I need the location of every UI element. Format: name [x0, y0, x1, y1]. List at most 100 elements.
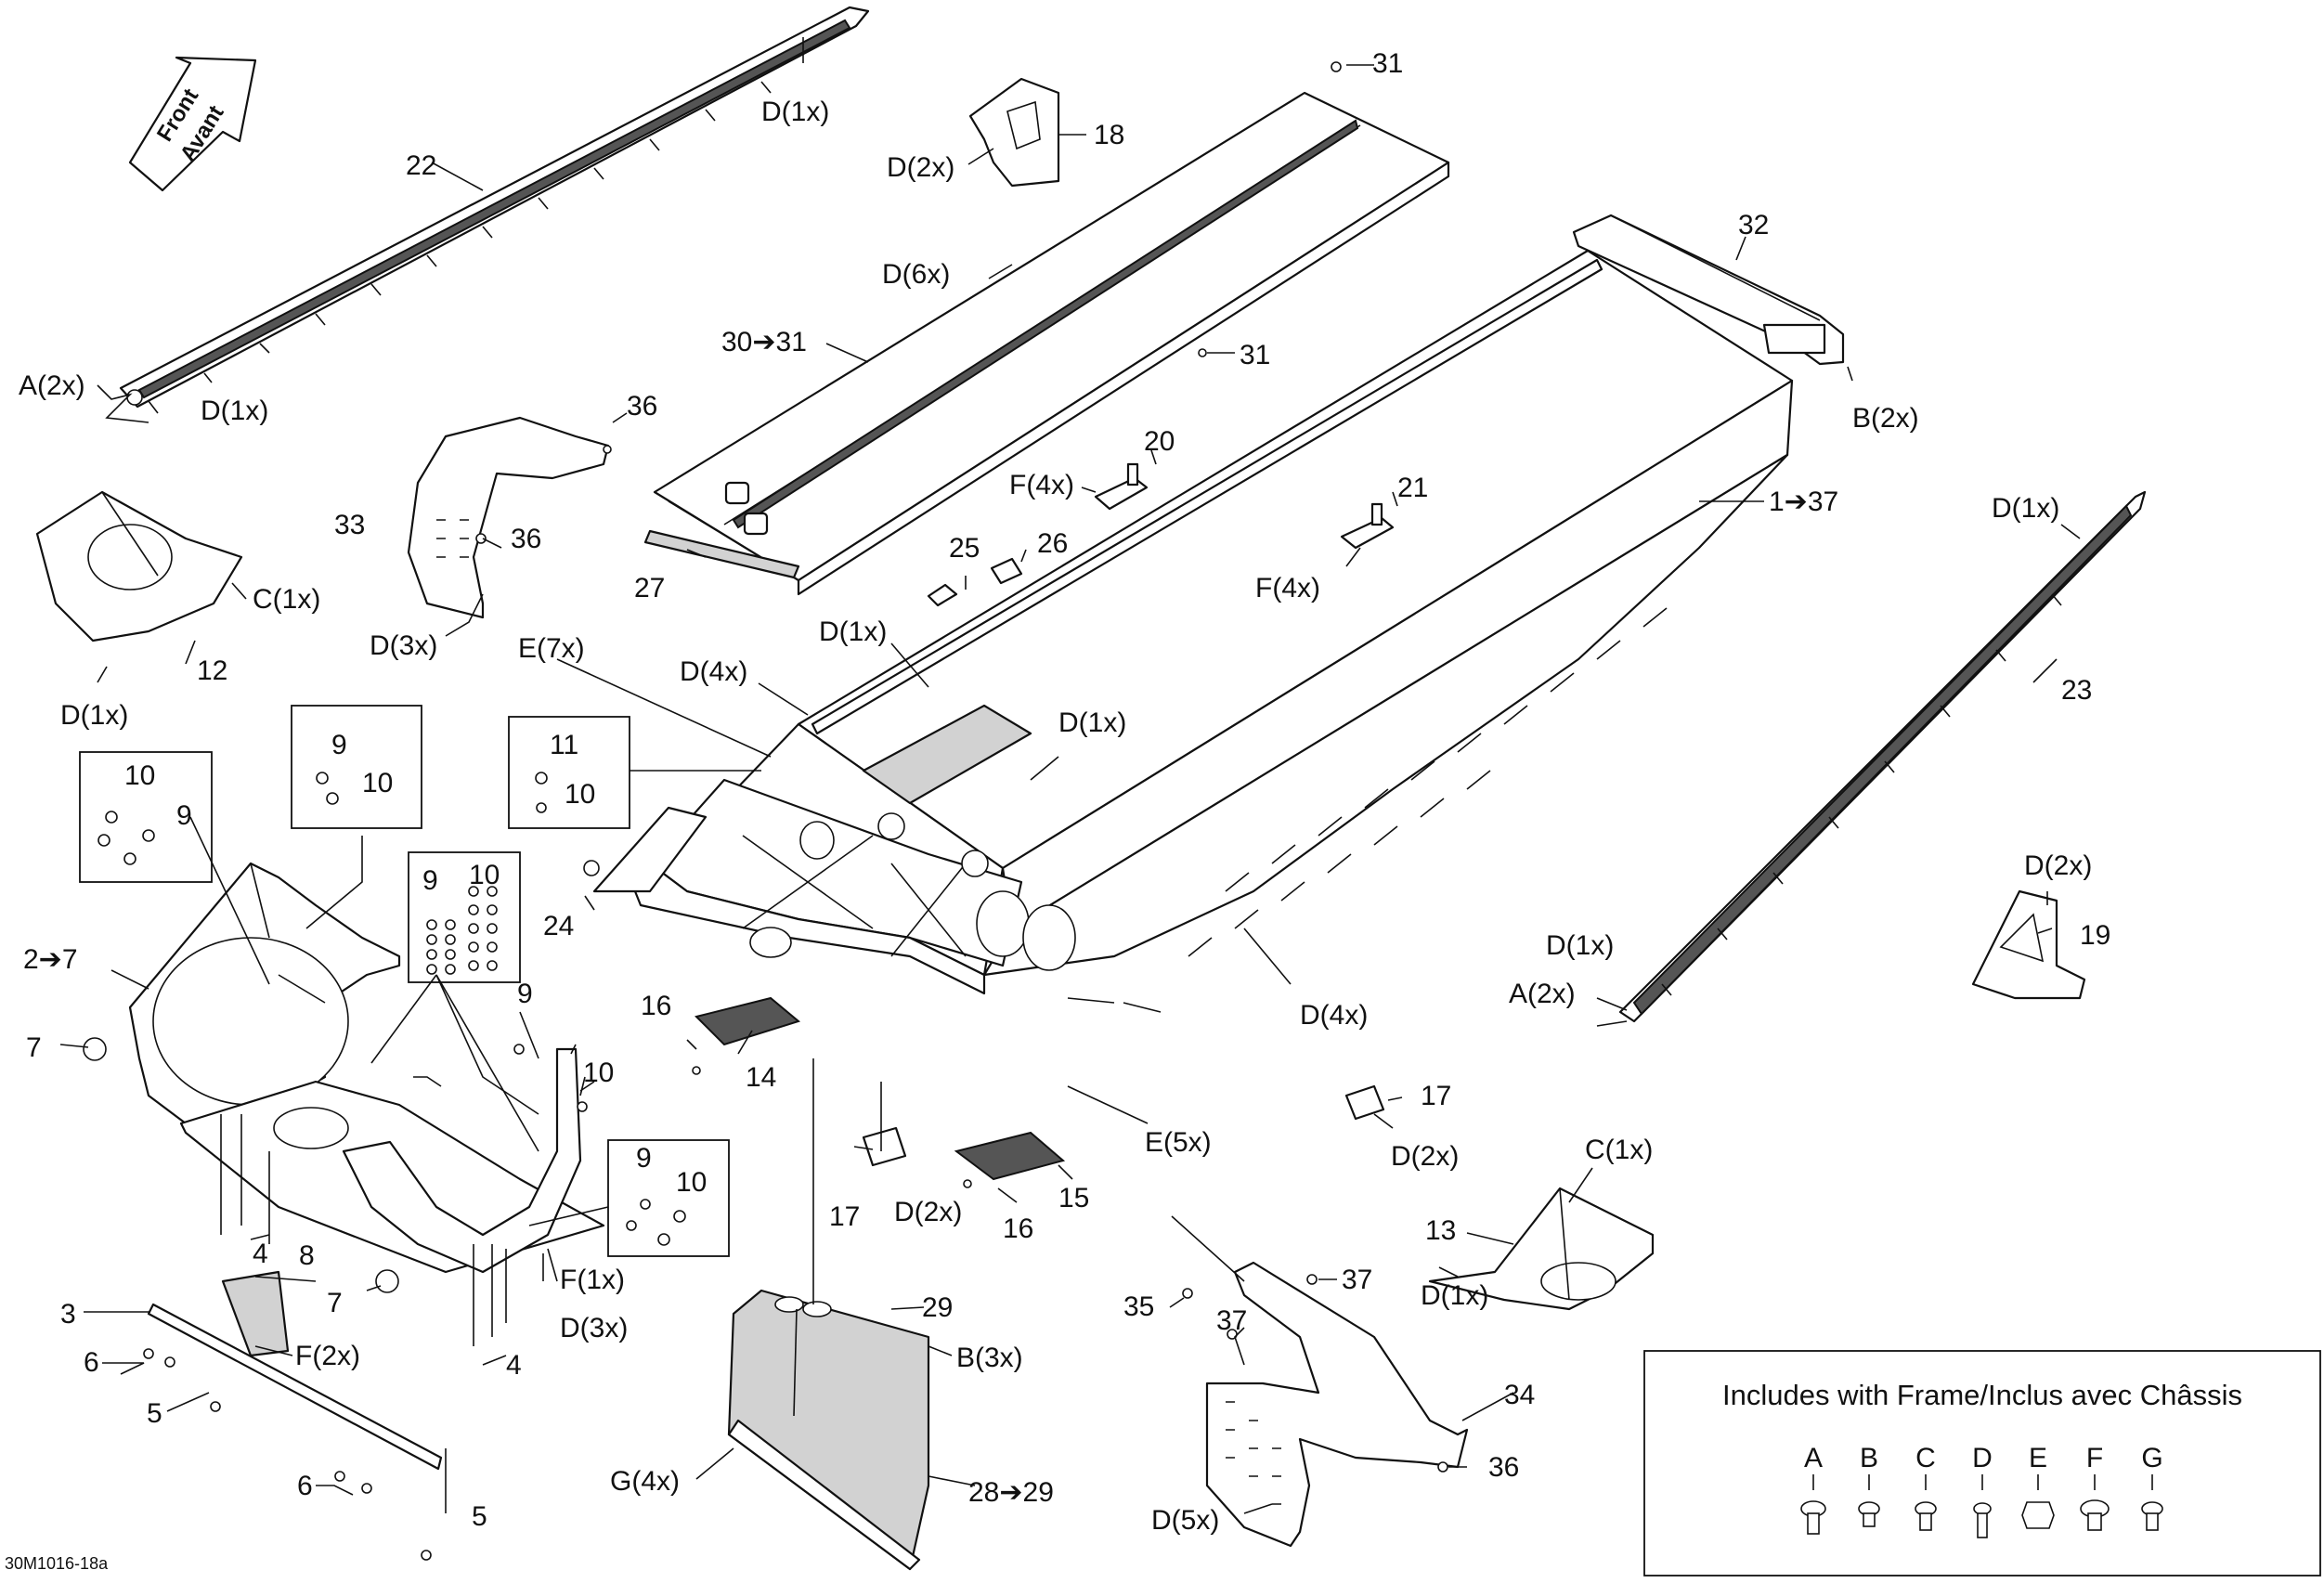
foothold-part-14 [695, 996, 801, 1046]
label-36-a: 36 [627, 391, 657, 422]
legend-key-g: G [2141, 1443, 2162, 1473]
label-b3x: B(3x) [956, 1343, 1023, 1373]
label-7-b: 7 [327, 1288, 343, 1318]
label-10-a: 10 [362, 768, 393, 798]
inset-box-9-10-a [79, 751, 213, 883]
label-5-a: 5 [147, 1398, 162, 1429]
label-2-7: 2➔7 [23, 944, 78, 975]
label-d1x-center: D(1x) [819, 616, 887, 647]
bracket-part-18 [968, 77, 1060, 188]
inset-box-9-10-b [291, 705, 422, 829]
footrest-part-3 [147, 1303, 443, 1471]
drawing-code: 30M1016-18a [5, 1554, 109, 1573]
label-33: 33 [334, 510, 365, 540]
left-rail-part-22 [119, 6, 870, 414]
label-1-37: 1➔37 [1769, 487, 1838, 517]
label-16-b: 16 [1003, 1213, 1033, 1244]
label-d6x: D(6x) [882, 259, 950, 290]
label-20: 20 [1144, 426, 1175, 457]
front-frame-part-2 [128, 862, 605, 1274]
label-37-a: 37 [1342, 1265, 1372, 1295]
label-d1x-top: D(1x) [761, 97, 829, 127]
label-c1x-13: C(1x) [1585, 1135, 1653, 1165]
label-10-c: 10 [565, 779, 595, 810]
label-15: 15 [1058, 1183, 1089, 1213]
legend-key-e: E [2029, 1443, 2047, 1473]
label-6-b: 6 [297, 1471, 313, 1501]
callout-labels: 22 D(1x) A(2x) D(1x) 31 18 D(2x) D(6x) 3… [19, 48, 2110, 1536]
plate-part-17-left [862, 1126, 907, 1167]
label-24: 24 [543, 911, 574, 941]
legend-key-f: F [2086, 1443, 2103, 1473]
label-d3x-bot: D(3x) [560, 1313, 628, 1343]
label-19: 19 [2080, 920, 2110, 951]
rivet-g-icon [2141, 1501, 2163, 1531]
label-26: 26 [1037, 528, 1068, 559]
label-5-b: 5 [472, 1501, 487, 1532]
plate-part-17-right [1344, 1084, 1385, 1121]
inset-box-9-10-c [408, 851, 521, 983]
rivet-d-icon [1973, 1502, 1992, 1538]
label-16-a: 16 [641, 991, 671, 1021]
label-36-b: 36 [511, 524, 541, 554]
label-10-b: 10 [124, 760, 155, 791]
fender-part-12 [35, 490, 243, 642]
label-36-c: 36 [1488, 1452, 1519, 1483]
tunnel-cover-part-30 [653, 91, 1450, 596]
label-3: 3 [60, 1299, 76, 1330]
label-13: 13 [1425, 1215, 1456, 1246]
label-a2x-left: A(2x) [19, 370, 85, 401]
label-9-d: 9 [517, 979, 533, 1009]
label-f4x-20: F(4x) [1009, 470, 1074, 500]
label-9-a: 9 [331, 730, 347, 760]
label-7-a: 7 [26, 1032, 42, 1063]
label-6-a: 6 [84, 1347, 99, 1378]
label-10-d: 10 [469, 860, 500, 890]
plate-part-8 [221, 1270, 290, 1357]
label-d4x-right: D(4x) [1300, 1000, 1368, 1031]
label-37-b: 37 [1216, 1305, 1247, 1336]
label-f2x: F(2x) [295, 1341, 360, 1371]
rear-bracket-part-32 [1572, 214, 1845, 366]
label-g4x: G(4x) [610, 1466, 680, 1497]
fender-part-13 [1428, 1187, 1655, 1311]
bracket-part-33 [407, 416, 610, 619]
label-9-b: 9 [176, 800, 192, 831]
nut-e-icon [2021, 1501, 2055, 1529]
label-17-a: 17 [829, 1201, 860, 1232]
hardware-dots [83, 61, 1448, 1561]
label-8: 8 [299, 1240, 315, 1271]
label-29: 29 [922, 1292, 953, 1323]
label-e7x: E(7x) [518, 633, 585, 664]
rivet-c-icon [1915, 1501, 1937, 1531]
label-32: 32 [1738, 210, 1769, 240]
legend-key-c: C [1915, 1443, 1936, 1473]
rivet-a-icon [1800, 1500, 1826, 1535]
rivet-b-icon [1858, 1501, 1880, 1527]
label-d2x-18: D(2x) [887, 152, 954, 183]
main-tunnel-part-1 [592, 249, 1794, 1013]
label-35: 35 [1123, 1291, 1154, 1322]
label-18: 18 [1094, 120, 1124, 150]
bracket-part-21 [1340, 502, 1395, 550]
label-d2x-19: D(2x) [2024, 850, 2092, 881]
label-17-b: 17 [1421, 1081, 1451, 1111]
heat-exchanger-part-28 [727, 1289, 930, 1571]
bracket-part-19 [1971, 889, 2086, 1000]
label-9-e: 9 [636, 1143, 652, 1174]
label-d4x-top: D(4x) [680, 656, 747, 687]
front-direction-arrow-icon: Front Avant [128, 56, 257, 192]
label-d1x-12: D(1x) [60, 700, 128, 731]
hardware-legend: Includes with Frame/Inclus avec Châssis … [1643, 1350, 2321, 1577]
legend-key-a: A [1804, 1443, 1823, 1473]
label-28-29: 28➔29 [968, 1477, 1054, 1508]
label-d5x: D(5x) [1151, 1505, 1219, 1536]
right-rail-part-23 [1618, 490, 2147, 1023]
foothold-part-15 [954, 1131, 1066, 1181]
label-d2x-17b: D(2x) [1391, 1141, 1459, 1172]
clip-part-25 [927, 583, 958, 607]
label-d1x-rail-r: D(1x) [1546, 930, 1614, 961]
label-9-c: 9 [422, 865, 438, 896]
strip-part-27 [643, 529, 800, 579]
label-4-a: 4 [253, 1239, 268, 1269]
